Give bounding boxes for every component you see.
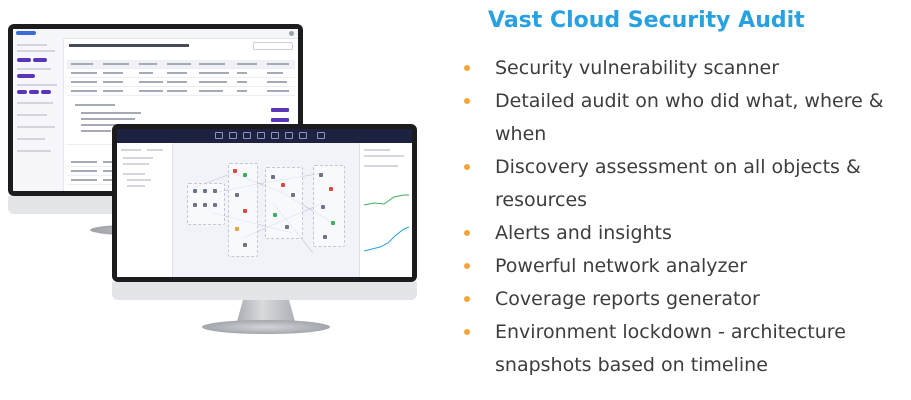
feature-text: Detailed audit on who did what, where & …: [495, 90, 884, 145]
bullet-dot-icon: [464, 230, 470, 236]
app-logo: [16, 31, 36, 35]
details-panel: [359, 143, 412, 277]
bullet-dot-icon: [464, 263, 470, 269]
activity-chart: [364, 194, 409, 206]
audit-app-screen: [13, 29, 298, 191]
bullet-dot-icon: [464, 98, 470, 104]
feature-text: Security vulnerability scanner: [495, 57, 780, 79]
bullet-dot-icon: [464, 65, 470, 71]
network-app-toolbar: [117, 129, 412, 143]
page-title: Vast Cloud Security Audit: [488, 8, 805, 33]
table-row: [67, 87, 295, 96]
network-diagram-canvas: [173, 143, 358, 277]
feature-item: Coverage reports generator: [464, 283, 904, 316]
bullet-dot-icon: [464, 164, 470, 170]
bullet-dot-icon: [464, 296, 470, 302]
monitor-front-chin: [112, 282, 417, 300]
feature-text: Powerful network analyzer: [495, 255, 748, 277]
bullet-dot-icon: [464, 329, 470, 335]
feature-text: Discovery assessment on all objects & re…: [495, 156, 861, 211]
table-row: [67, 78, 295, 87]
traffic-chart: [364, 226, 409, 252]
search-input: [253, 42, 293, 50]
audit-app-header: [13, 29, 298, 39]
table-header: [67, 60, 295, 69]
network-app-screen: [117, 129, 412, 277]
feature-text: Environment lockdown - architecture snap…: [495, 321, 846, 376]
feature-item: Alerts and insights: [464, 217, 904, 250]
audit-app-sidebar: [13, 38, 64, 191]
feature-list: Security vulnerability scanner Detailed …: [464, 52, 904, 382]
feature-text: Coverage reports generator: [495, 288, 760, 310]
feature-item: Detailed audit on who did what, where & …: [464, 85, 904, 151]
feature-text: Alerts and insights: [495, 222, 672, 244]
feature-item: Environment lockdown - architecture snap…: [464, 316, 904, 382]
resource-group: [265, 167, 303, 239]
table-row: [67, 69, 295, 78]
monitor-front: [112, 124, 417, 346]
monitor-front-base: [202, 320, 330, 334]
audit-table-area: [67, 42, 295, 188]
resource-group: [313, 165, 345, 247]
feature-item: Powerful network analyzer: [464, 250, 904, 283]
feature-item: Discovery assessment on all objects & re…: [464, 151, 904, 217]
audit-page-title: [69, 44, 189, 47]
user-avatar-icon: [289, 31, 294, 36]
resource-tree-panel: [117, 143, 173, 277]
feature-item: Security vulnerability scanner: [464, 52, 904, 85]
